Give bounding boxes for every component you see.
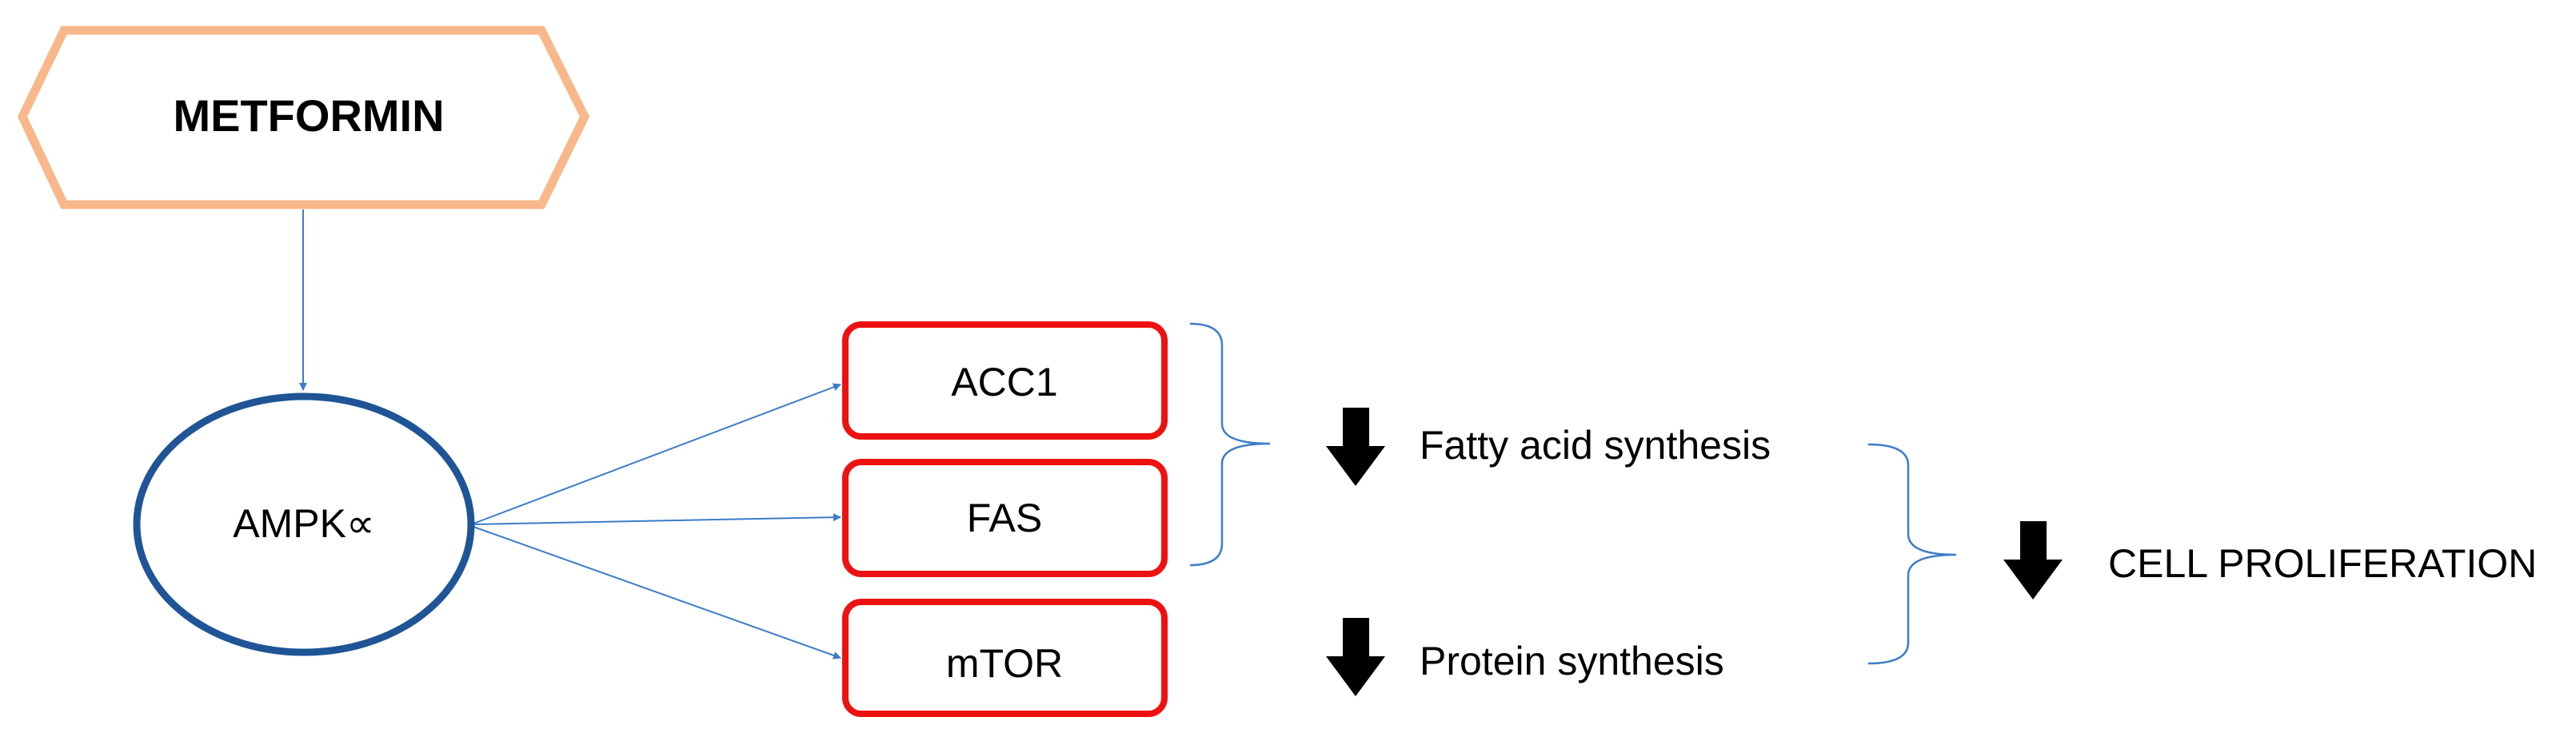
protein-synthesis-label: Protein synthesis <box>1420 639 1724 683</box>
brace-acc1-fas <box>1189 322 1271 567</box>
mtor-box-shape <box>842 599 1168 717</box>
acc1-label: ACC1 <box>951 360 1057 404</box>
fas-node: FAS <box>842 459 1168 577</box>
cell-proliferation-label: CELL PROLIFERATION <box>2108 541 2537 586</box>
acc1-box-shape <box>842 321 1168 440</box>
mtor-node: mTOR <box>842 599 1168 717</box>
fatty-acid-synthesis-label: Fatty acid synthesis <box>1420 423 1771 468</box>
brace-fatty-protein <box>1867 443 1957 665</box>
fatty-acid-down-arrow-icon <box>1326 408 1385 486</box>
down-arrows <box>1326 408 2063 696</box>
metformin-label: METFORMIN <box>173 90 444 141</box>
metformin-hexagon-shape <box>17 26 590 209</box>
protein-down-arrow-icon <box>1326 618 1385 696</box>
edge-ampk-to-acc1 <box>473 383 841 524</box>
ampk-ellipse-shape <box>133 392 475 656</box>
mtor-label: mTOR <box>946 641 1063 686</box>
fas-box-shape <box>842 459 1168 577</box>
cell-proliferation-down-arrow-icon <box>2003 521 2063 600</box>
ampk-label: AMPK∝ <box>233 501 374 546</box>
connectors <box>299 209 841 659</box>
fas-label: FAS <box>967 496 1042 540</box>
acc1-node: ACC1 <box>842 321 1168 440</box>
metformin-node: METFORMIN <box>17 26 590 209</box>
grouping-braces <box>1189 322 1957 665</box>
edge-ampk-to-mtor <box>473 526 841 659</box>
ampk-node: AMPK∝ <box>133 392 475 656</box>
edge-ampk-to-fas <box>473 513 841 525</box>
